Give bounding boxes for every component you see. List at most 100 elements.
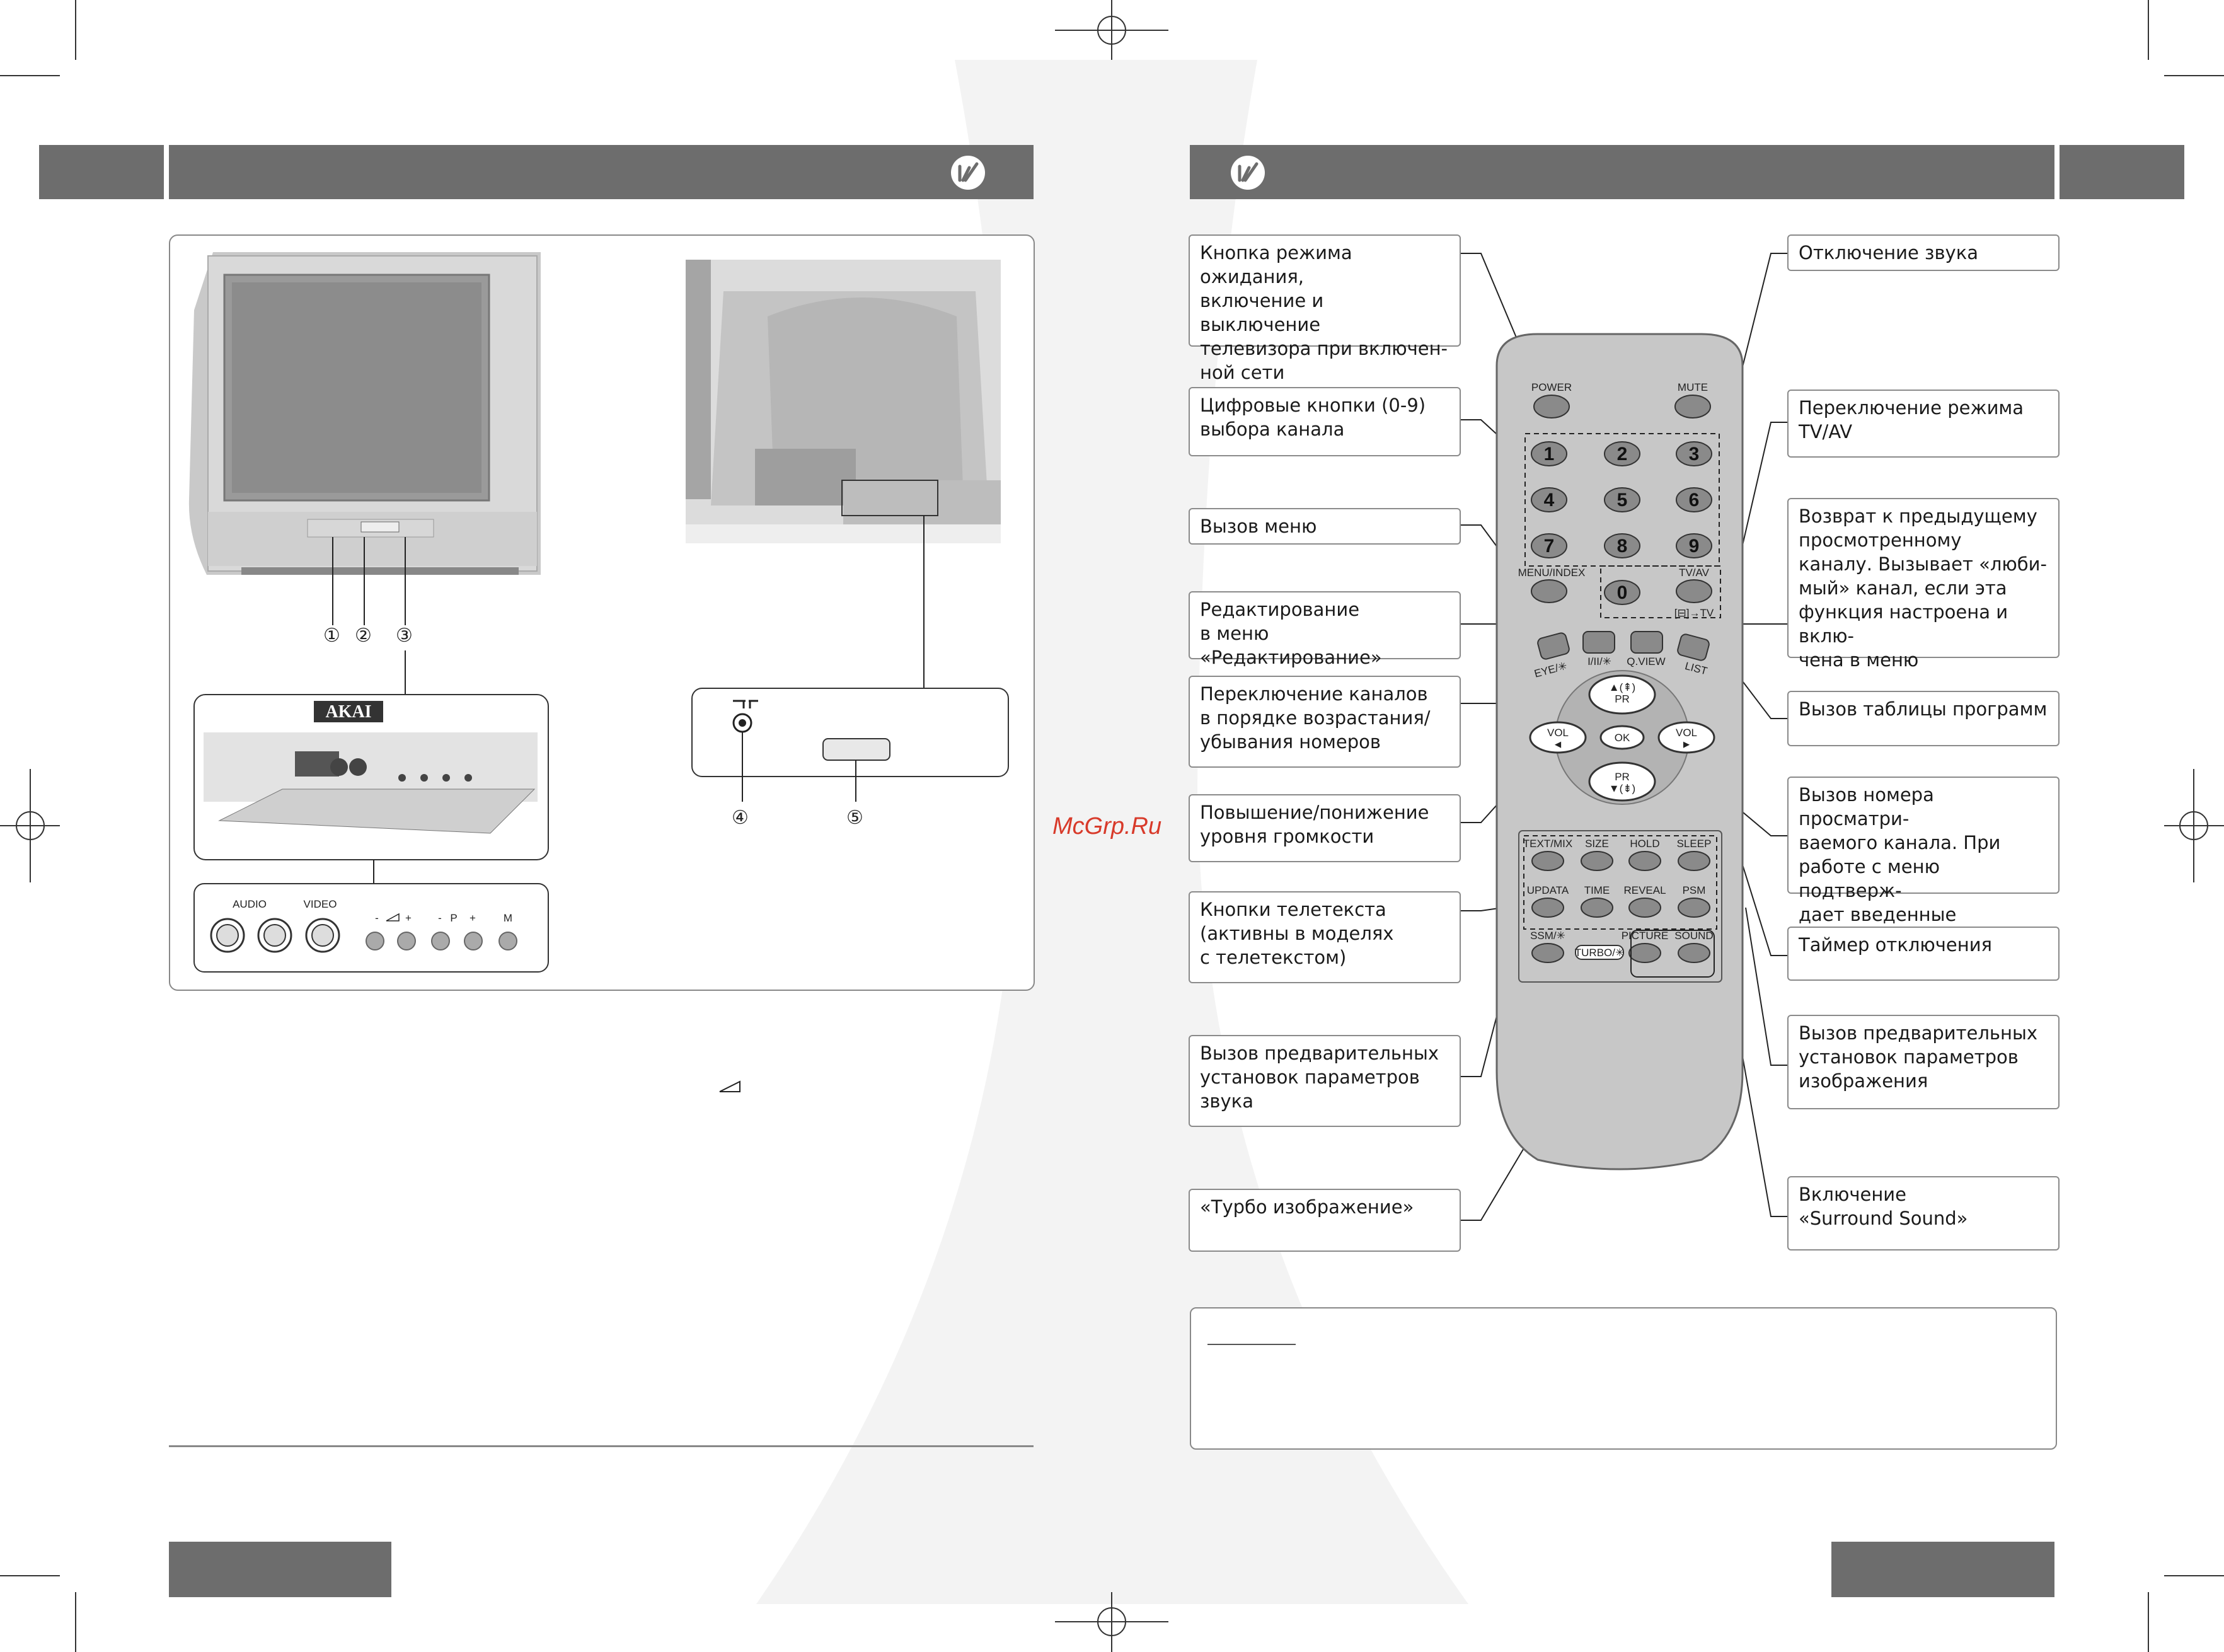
akai-logo: AKAI	[325, 702, 371, 722]
digit-0-label: 0	[1617, 582, 1628, 603]
tv-av-sublabel: [⊟]→TV	[1674, 607, 1714, 619]
sleep-label: SLEEP	[1677, 838, 1712, 850]
digit-6-button[interactable]	[1676, 487, 1712, 512]
tv-front-image	[188, 252, 541, 625]
menu-label: M	[504, 912, 512, 924]
watermark: McGrp.Ru	[1052, 813, 1162, 840]
tv-rear-image	[686, 260, 1001, 688]
time-button[interactable]	[1581, 898, 1613, 918]
psm-button[interactable]	[1678, 898, 1710, 918]
turbo-label: TURBO/✳	[1575, 947, 1624, 959]
updata-button[interactable]	[1531, 898, 1564, 918]
picture-label: PICTURE	[1622, 930, 1669, 942]
callout-power: Кнопка режима ожидания, включение и выкл…	[1189, 234, 1461, 383]
digit-5-button[interactable]	[1604, 487, 1640, 512]
digit-8-button[interactable]	[1604, 533, 1640, 558]
size-button[interactable]	[1581, 851, 1613, 871]
digit-1-label: 1	[1544, 444, 1555, 465]
picture-button[interactable]	[1628, 943, 1661, 963]
vol-minus-label: VOL◄	[1547, 727, 1569, 751]
tv-logo-icon	[1231, 156, 1265, 190]
callout-turbo-text: «Турбо изображение»	[1200, 1196, 1414, 1218]
digit-2-button[interactable]	[1604, 441, 1640, 466]
digit-6-label: 6	[1689, 490, 1700, 511]
menu-index-button[interactable]	[1531, 579, 1567, 603]
hold-label: HOLD	[1630, 838, 1659, 850]
callout-teletext-text: Кнопки телетекста (активны в моделях с т…	[1200, 899, 1394, 968]
time-label: TIME	[1584, 884, 1610, 896]
q-view-button[interactable]	[1630, 631, 1663, 654]
tv-av-label: TV/AV	[1679, 567, 1710, 579]
tv-logo-icon	[951, 156, 985, 190]
pr-up-button[interactable]	[1588, 674, 1656, 715]
callout-menu-text: Вызов меню	[1200, 516, 1317, 537]
ssm-label: SSM/✳	[1530, 930, 1565, 942]
digit-4-button[interactable]	[1531, 487, 1567, 512]
callout-teletext: Кнопки телетекста (активны в моделях с т…	[1189, 891, 1461, 983]
callout-1: ①	[323, 625, 340, 647]
callout-digits-text: Цифровые кнопки (0-9) выбора канала	[1200, 395, 1426, 440]
callout-surround: Включение «Surround Sound»	[1787, 1176, 2060, 1251]
callout-digits: Цифровые кнопки (0-9) выбора канала	[1189, 387, 1461, 456]
header-bar-left	[169, 145, 1034, 199]
sound-label: SOUND	[1674, 930, 1713, 942]
header-bar-right-tab	[2060, 145, 2184, 199]
callout-5: ⑤	[846, 807, 863, 829]
tv-av-button[interactable]	[1676, 579, 1712, 603]
pr-label: P	[450, 912, 457, 924]
tv-diagram: ① ② ③ ④ ⑤ AKAI AUDIO VIDEO - + - P +	[188, 252, 1009, 973]
mute-button[interactable]	[1674, 395, 1711, 419]
ssm-button[interactable]	[1531, 943, 1564, 963]
callout-edit-text: Редактирование в меню «Редактирование»	[1200, 599, 1382, 668]
sleep-button[interactable]	[1678, 851, 1710, 871]
digit-9-button[interactable]	[1676, 533, 1712, 558]
vol-minus-button[interactable]	[1529, 721, 1587, 754]
digit-4-label: 4	[1544, 490, 1555, 511]
power-button[interactable]	[1533, 395, 1570, 419]
digit-1-button[interactable]	[1531, 441, 1567, 466]
left-page-number-bar	[169, 1542, 391, 1597]
digit-5-label: 5	[1617, 490, 1628, 511]
i-ii-label: I/II/✳	[1587, 656, 1611, 667]
vol-plus-button[interactable]	[1657, 721, 1715, 754]
callout-channels-text: Переключение каналов в порядке возрастан…	[1200, 683, 1431, 753]
sound-button[interactable]	[1678, 943, 1710, 963]
menu-index-label: MENU/INDEX	[1518, 567, 1586, 579]
reveal-button[interactable]	[1628, 898, 1661, 918]
text-mix-button[interactable]	[1531, 851, 1564, 871]
text-mix-label: TEXT/MIX	[1523, 838, 1572, 850]
digit-8-label: 8	[1617, 536, 1628, 557]
callout-edit: Редактирование в меню «Редактирование»	[1189, 591, 1461, 668]
callout-ok-text: Вызов номера просматри- ваемого канала. …	[1799, 784, 2001, 949]
digit-3-button[interactable]	[1676, 441, 1712, 466]
q-view-label: Q.VIEW	[1627, 656, 1665, 667]
note-box	[1190, 1307, 2057, 1450]
reveal-label: REVEAL	[1623, 884, 1666, 896]
list-button[interactable]	[1676, 633, 1710, 662]
callout-qview: Возврат к предыдущему просмотренному кан…	[1787, 498, 2060, 671]
hold-button[interactable]	[1628, 851, 1661, 871]
power-label: POWER	[1531, 381, 1572, 393]
callout-picture-presets: Вызов предварительных установок параметр…	[1787, 1015, 2060, 1109]
turbo-badge	[1575, 945, 1624, 960]
digit-0-button[interactable]	[1604, 580, 1640, 605]
pr-down-button[interactable]	[1588, 761, 1656, 802]
eye-button[interactable]	[1536, 632, 1570, 661]
callout-4: ④	[732, 807, 749, 829]
digit-2-label: 2	[1617, 444, 1628, 465]
digit-7-button[interactable]	[1531, 533, 1567, 558]
pr-minus-label: -	[438, 912, 442, 924]
callout-power-text: Кнопка режима ожидания, включение и выкл…	[1200, 242, 1448, 383]
callout-surround-text: Включение «Surround Sound»	[1799, 1184, 1968, 1229]
size-label: SIZE	[1585, 838, 1609, 850]
vol-minus-label: -	[375, 912, 379, 924]
callout-picture-presets-text: Вызов предварительных установок параметр…	[1799, 1022, 2038, 1092]
ok-label: OK	[1615, 732, 1630, 744]
i-ii-button[interactable]	[1582, 631, 1615, 654]
mute-label: MUTE	[1678, 381, 1708, 393]
ok-button[interactable]	[1599, 725, 1645, 750]
callout-mute-text: Отключение звука	[1799, 242, 1978, 263]
audio-label: AUDIO	[233, 898, 267, 910]
